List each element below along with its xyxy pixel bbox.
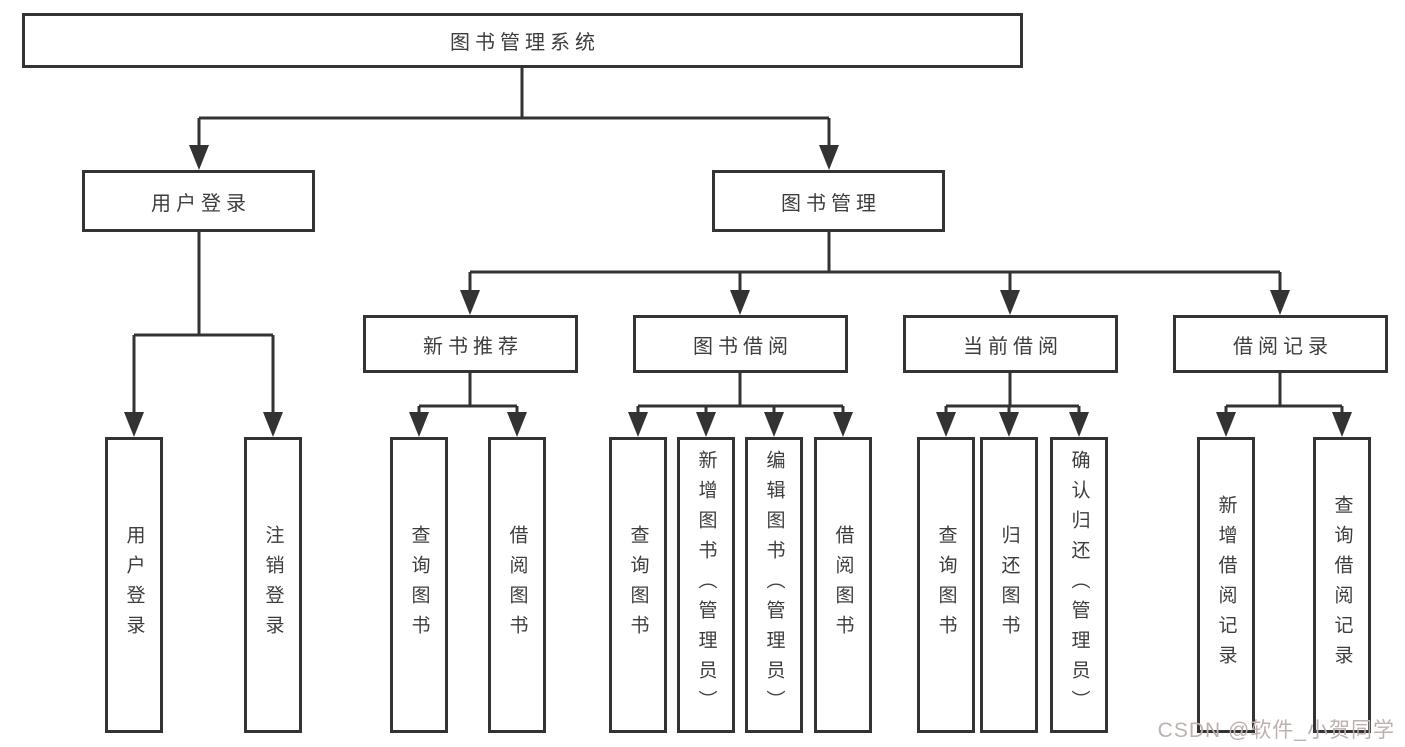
node-label: 用户登录 — [123, 525, 145, 645]
arrowhead-icon — [1000, 290, 1020, 315]
arrowhead-icon — [460, 290, 480, 315]
node-query-books-borrowing: 查询图书 — [609, 437, 667, 733]
node-query-borrow-record: 查询借阅记录 — [1313, 437, 1371, 733]
node-label: 查询图书 — [935, 525, 957, 645]
node-user-login-action: 用户登录 — [105, 437, 163, 733]
arrowhead-icon — [833, 412, 853, 437]
arrowhead-icon — [936, 412, 956, 437]
node-label: 新增借阅记录 — [1215, 495, 1237, 675]
arrowhead-icon — [1069, 412, 1089, 437]
node-label: 借阅图书 — [832, 525, 854, 645]
node-book-management: 图书管理 — [712, 170, 945, 232]
node-label: 归还图书 — [998, 525, 1020, 645]
connector-shafts — [132, 68, 1344, 413]
node-label: 确认归还（管理员） — [1068, 450, 1090, 720]
node-add-borrow-record: 新增借阅记录 — [1197, 437, 1255, 733]
arrowhead-icon — [124, 412, 144, 437]
node-borrowing-records: 借阅记录 — [1173, 315, 1388, 373]
node-add-books-admin: 新增图书（管理员） — [677, 437, 735, 733]
arrowhead-icon — [730, 290, 750, 315]
node-borrow-books-recommend: 借阅图书 — [488, 437, 546, 733]
watermark-text: CSDN @软件_小贺同学 — [1157, 719, 1395, 742]
arrowhead-icon — [628, 412, 648, 437]
node-label: 新书推荐 — [423, 335, 523, 358]
node-label: 借阅记录 — [1233, 335, 1333, 358]
arrowhead-icon — [819, 145, 839, 170]
node-return-books: 归还图书 — [980, 437, 1038, 733]
arrowhead-icon — [764, 412, 784, 437]
node-query-books-recommend: 查询图书 — [390, 437, 448, 733]
node-confirm-return-admin: 确认归还（管理员） — [1050, 437, 1108, 733]
arrowhead-icon — [1270, 290, 1290, 315]
node-current-borrowing: 当前借阅 — [903, 315, 1118, 373]
node-label: 当前借阅 — [963, 335, 1063, 358]
arrowhead-icon — [263, 412, 283, 437]
node-user-login: 用户登录 — [82, 170, 315, 232]
node-label: 注销登录 — [262, 525, 284, 645]
node-label: 查询借阅记录 — [1331, 495, 1353, 675]
node-logout: 注销登录 — [244, 437, 302, 733]
node-query-books-current: 查询图书 — [917, 437, 975, 733]
node-label: 借阅图书 — [506, 525, 528, 645]
arrowhead-icon — [999, 412, 1019, 437]
arrowheads — [124, 145, 1352, 437]
node-label: 图书借阅 — [693, 335, 793, 358]
arrowhead-icon — [189, 145, 209, 170]
node-library-management-system: 图书管理系统 — [22, 13, 1023, 68]
arrowhead-icon — [507, 412, 527, 437]
arrowhead-icon — [1332, 412, 1352, 437]
node-label: 编辑图书（管理员） — [763, 450, 785, 720]
node-label: 新增图书（管理员） — [695, 450, 717, 720]
arrowhead-icon — [409, 412, 429, 437]
node-label: 查询图书 — [408, 525, 430, 645]
node-book-borrowing: 图书借阅 — [633, 315, 848, 373]
node-label: 图书管理 — [781, 192, 881, 215]
node-new-book-recommendation: 新书推荐 — [363, 315, 578, 373]
node-label: 用户登录 — [151, 192, 251, 215]
node-label: 图书管理系统 — [450, 32, 600, 54]
arrowhead-icon — [696, 412, 716, 437]
node-edit-books-admin: 编辑图书（管理员） — [745, 437, 803, 733]
arrowhead-icon — [1216, 412, 1236, 437]
node-borrow-books-borrowing: 借阅图书 — [814, 437, 872, 733]
node-label: 查询图书 — [627, 525, 649, 645]
